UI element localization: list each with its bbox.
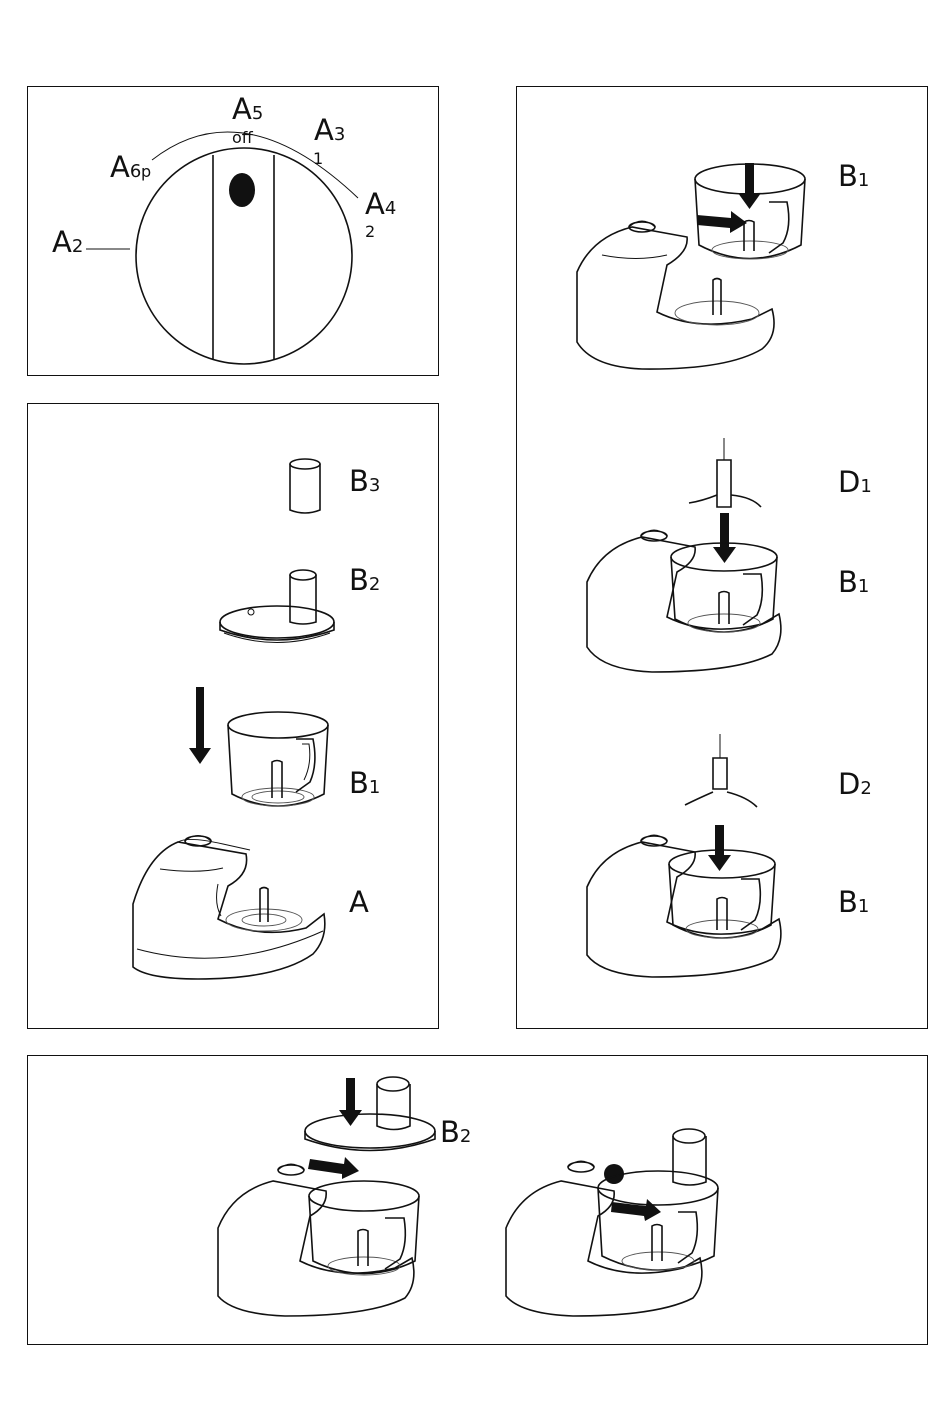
dial-label-a5: A5: [232, 92, 263, 126]
bowl-b1-illustration: [228, 712, 328, 806]
bowl-placement-illustration: [577, 163, 805, 369]
blade-d2-insertion-illustration: [587, 734, 781, 977]
dial-label-a6: A6: [110, 150, 141, 184]
dial-label-off: off: [232, 128, 254, 147]
assembly-panel: B3 B2 B1 A: [27, 403, 439, 1029]
dial-label-speed-1: 1: [313, 149, 323, 168]
label-d2: D2: [838, 767, 872, 801]
speed-dial-panel: A5 off A3 1 A4 2 A6 p A2: [27, 86, 439, 376]
label-b1: B1: [349, 766, 380, 800]
blade-fitting-figure: B1 D1 B1 D2 B1: [517, 87, 929, 1030]
speed-dial-figure: A5 off A3 1 A4 2 A6 p A2: [28, 87, 440, 377]
pusher-b3-illustration: [290, 459, 320, 513]
down-arrow: [189, 687, 211, 764]
label-d1: D1: [838, 465, 872, 499]
label-b2-bottom: B2: [440, 1115, 471, 1149]
label-b2: B2: [349, 563, 380, 597]
lid-b2-illustration: [220, 570, 334, 643]
blade-fitting-panel: B1 D1 B1 D2 B1: [516, 86, 928, 1029]
label-b1-middle: B1: [838, 565, 869, 599]
dial-label-pulse: p: [141, 162, 151, 181]
lid-fitting-illustration: [218, 1077, 435, 1316]
blade-d1-insertion-illustration: [587, 438, 781, 672]
motor-base-a-illustration: [133, 836, 325, 980]
locked-assembly-illustration: [506, 1129, 718, 1316]
label-b1-bottom: B1: [838, 885, 869, 919]
lid-locking-panel: B2: [27, 1055, 928, 1345]
dial-label-a2: A2: [52, 225, 83, 259]
lid-locking-figure: B2: [28, 1056, 929, 1346]
dial-indicator-dot: [229, 173, 255, 207]
assembly-figure: B3 B2 B1 A: [28, 404, 440, 1030]
label-a: A: [349, 885, 369, 919]
dial-label-a3: A3: [314, 113, 345, 147]
label-b3: B3: [349, 464, 380, 498]
label-b1-top: B1: [838, 159, 869, 193]
dial-label-speed-2: 2: [365, 222, 375, 241]
dial-label-a4: A4: [365, 187, 396, 221]
